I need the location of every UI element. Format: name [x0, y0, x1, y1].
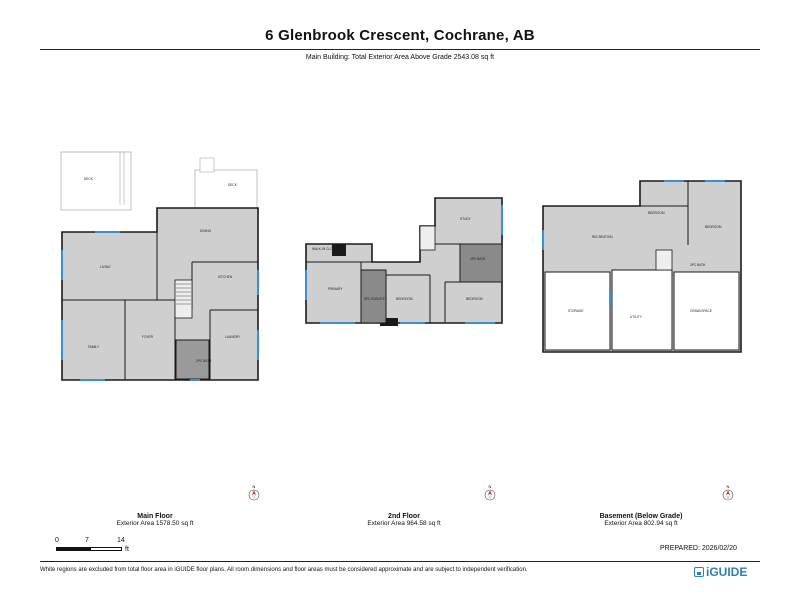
disclaimer-text: White regions are excluded from total fl… [40, 567, 528, 573]
svg-text:DECK: DECK [228, 183, 238, 187]
floor-area: Exterior Area 964.58 sq ft [367, 520, 441, 527]
svg-text:FOYER: FOYER [142, 335, 154, 339]
svg-text:3PC BATH: 3PC BATH [690, 263, 706, 267]
deck-area [60, 151, 132, 211]
svg-text:RECREATION: RECREATION [592, 235, 613, 239]
scale-bar: 0 7 14 ft [55, 537, 135, 555]
svg-text:N: N [253, 484, 256, 489]
basement-plan: RECREATION BEDROOM BEDROOM UTILITY STORA… [542, 180, 742, 353]
second-floor-plan: PRIMARY 5PC ENSUITE WALK-IN CLOSET BEDRO… [305, 197, 503, 326]
prepared-date: PREPARED: 2026/02/20 [660, 545, 737, 552]
scale-tick-label: 14 [117, 537, 125, 544]
floor-name: 2nd Floor [388, 513, 420, 520]
compass-icon: N [248, 484, 260, 501]
svg-text:BEDROOM: BEDROOM [705, 225, 722, 229]
scale-tick-label: 7 [85, 537, 89, 544]
compass-icon: N [722, 484, 734, 501]
second-floor-caption: 2nd Floor Exterior Area 964.58 sq ft [344, 513, 464, 527]
svg-text:STUDY: STUDY [460, 217, 472, 221]
svg-text:N: N [727, 484, 730, 489]
svg-text:2PC BATH: 2PC BATH [196, 359, 212, 363]
svg-text:FAMILY: FAMILY [88, 345, 100, 349]
floor-area: Exterior Area 1578.50 sq ft [116, 520, 194, 527]
scale-unit: ft [125, 546, 129, 553]
floor-name: Main Floor [137, 513, 173, 520]
floor-area: Exterior Area 802.94 sq ft [604, 520, 678, 527]
basement-caption: Basement (Below Grade) Exterior Area 802… [581, 513, 701, 527]
title-divider [40, 49, 760, 50]
page-subtitle: Main Building: Total Exterior Area Above… [305, 54, 495, 61]
svg-text:KITCHEN: KITCHEN [218, 275, 233, 279]
page-title: 6 Glenbrook Crescent, Cochrane, AB [265, 27, 535, 44]
brand-text: iGUIDE [706, 565, 748, 579]
iguide-logo-icon [694, 567, 704, 577]
main-floor-caption: Main Floor Exterior Area 1578.50 sq ft [95, 513, 215, 527]
svg-text:BEDROOM: BEDROOM [396, 297, 413, 301]
svg-text:4PC BATH: 4PC BATH [470, 257, 486, 261]
svg-text:LAUNDRY: LAUNDRY [225, 335, 241, 339]
floor-name: Basement (Below Grade) [599, 513, 683, 520]
compass-icon: N [484, 484, 496, 501]
svg-text:DINING: DINING [200, 229, 212, 233]
svg-text:LIVING: LIVING [100, 265, 111, 269]
svg-text:N: N [489, 484, 492, 489]
scale-tick-label: 0 [55, 537, 59, 544]
svg-text:BEDROOM: BEDROOM [648, 211, 665, 215]
main-floor-outline [61, 207, 259, 381]
deck-area [194, 169, 258, 211]
svg-text:WALK-IN CLOSET: WALK-IN CLOSET [312, 247, 339, 251]
svg-text:STORAGE: STORAGE [568, 309, 584, 313]
footer-divider [40, 561, 760, 562]
svg-text:DECK: DECK [84, 177, 94, 181]
svg-text:5PC ENSUITE: 5PC ENSUITE [364, 297, 385, 301]
svg-text:PRIMARY: PRIMARY [328, 287, 343, 291]
iguide-logo: iGUIDE [694, 565, 747, 579]
svg-text:UTILITY: UTILITY [630, 315, 643, 319]
main-floor-plan: LIVING DINING KITCHEN FAMILY FOYER LAUND… [60, 151, 259, 381]
svg-text:BEDROOM: BEDROOM [466, 297, 483, 301]
svg-text:CRAWLSPACE: CRAWLSPACE [690, 309, 712, 313]
